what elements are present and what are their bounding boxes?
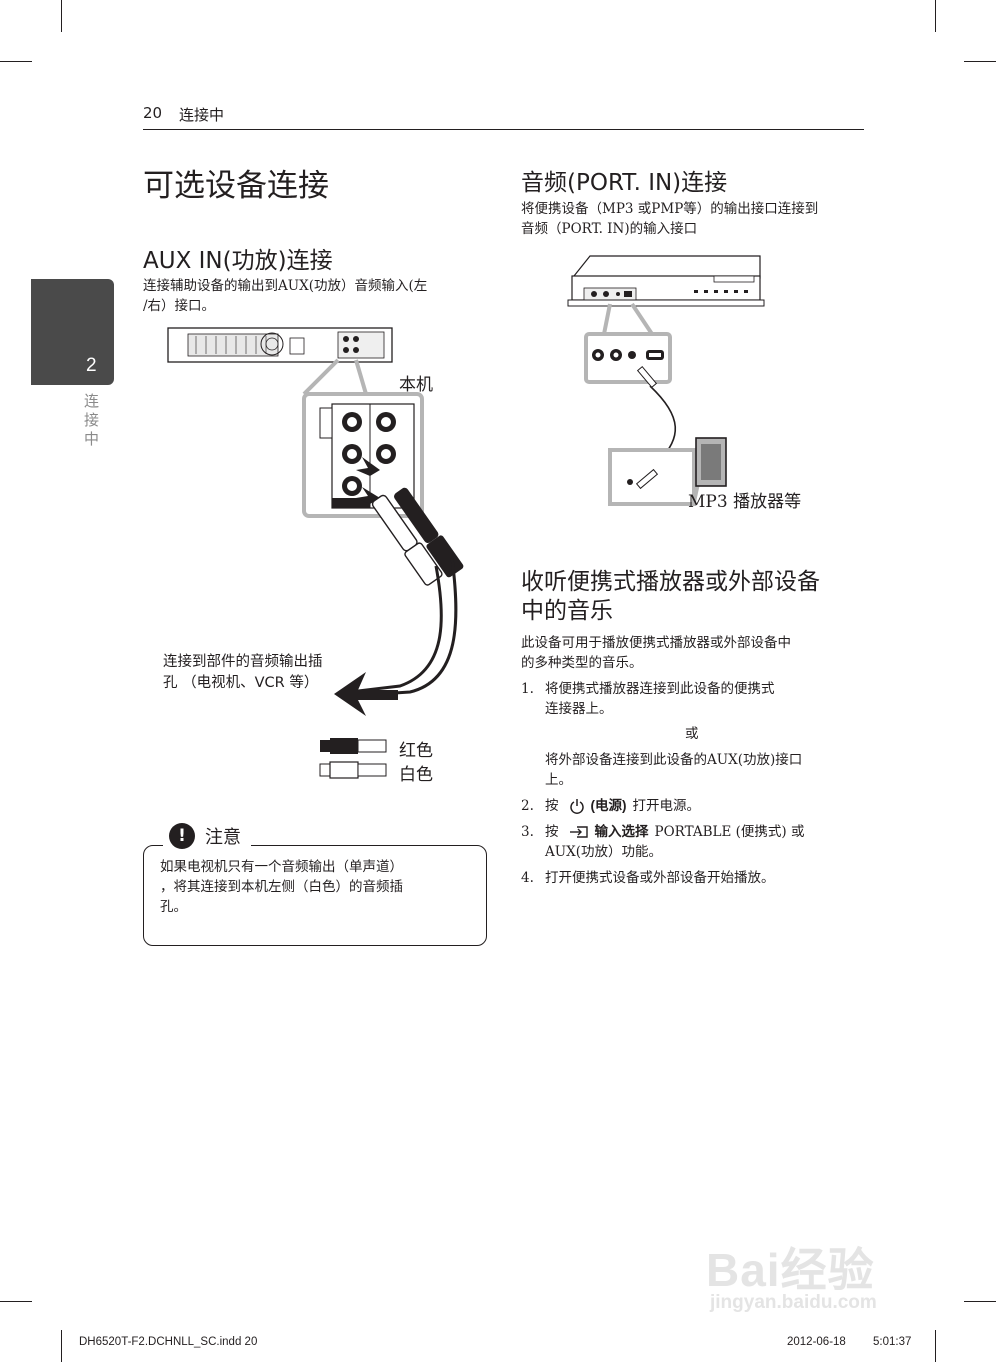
insert-arrow-icon — [356, 487, 380, 504]
label-white: 白色 — [399, 765, 433, 785]
crop-mark — [935, 1330, 936, 1362]
note-line: ，将其连接到本机左侧（白色）的音频插 — [160, 879, 403, 895]
listen-title-line: 收听便携式播放器或外部设备 — [521, 569, 820, 595]
port-section-body: 将便携设备（MP3 或PMP等）的输出接口连接到 音频（PORT. IN)的输入… — [521, 199, 818, 239]
footer-time: 5:01:37 — [873, 1336, 912, 1348]
note-text: 如果电视机只有一个音频输出（单声道） ，将其连接到本机左侧（白色）的音频插 孔。 — [160, 857, 475, 917]
note-box — [143, 845, 487, 946]
step-key: (电源) — [590, 798, 627, 813]
aux-section-title: AUX IN(功放)连接 — [143, 248, 333, 274]
step-line: 将外部设备连接到此设备的AUX(功放)接口 — [545, 752, 803, 768]
note-line: 孔。 — [160, 899, 187, 915]
baidu-watermark: Bai经验 jingyan.baidu.com — [706, 1218, 936, 1322]
label-connect-line: 连接到部件的音频输出插 — [163, 654, 323, 670]
step-line: 打开便携式设备或外部设备开始播放。 — [545, 870, 775, 886]
step-1: 1. 将便携式播放器连接到此设备的便携式 连接器上。 — [521, 679, 861, 719]
steps-list: 1. 将便携式播放器连接到此设备的便携式 连接器上。 或 将外部设备连接到此设备… — [521, 679, 861, 899]
listen-intro-line: 的多种类型的音乐。 — [521, 655, 643, 671]
port-body-line: 音频（PORT. IN)的输入接口 — [521, 221, 698, 237]
page-title: 可选设备连接 — [143, 168, 329, 204]
note-line: 如果电视机只有一个音频输出（单声道） — [160, 859, 403, 875]
chapter-tab — [31, 279, 114, 385]
port-section-title: 音频(PORT. IN)连接 — [521, 170, 728, 196]
listen-section-title: 收听便携式播放器或外部设备 中的音乐 — [521, 568, 820, 626]
insert-arrow-icon — [356, 457, 380, 476]
unit-back-panel — [167, 327, 393, 363]
white-plug-icon — [319, 761, 387, 779]
watermark-brand: Bai经验 — [706, 1244, 875, 1296]
step-line: AUX(功放）功能。 — [545, 844, 663, 860]
footer-filename: DH6520T-F2.DCHNLL_SC.indd 20 — [79, 1336, 258, 1348]
crop-mark — [61, 0, 62, 32]
unit-front-panel — [567, 255, 765, 307]
crop-mark — [0, 1301, 32, 1302]
step-text: 按 输入选择 PORTABLE (便携式) 或 AUX(功放）功能。 — [545, 822, 804, 862]
port-jack-panel — [592, 349, 664, 361]
footer-date: 2012-06-18 — [787, 1336, 846, 1348]
step-text: 按 (电源) 打开电源。 — [545, 796, 700, 816]
aux-section-body: 连接辅助设备的输出到AUX(功放）音频输入(左 /右）接口。 — [143, 276, 427, 316]
left-arrow-icon — [334, 672, 398, 716]
mp3-player-icon — [695, 437, 727, 487]
step-3: 3. 按 输入选择 PORTABLE (便携式) 或 AUX(功放）功能。 — [521, 822, 861, 862]
label-connect-line: 孔 （电视机、VCR 等） — [163, 675, 319, 691]
listen-title-line: 中的音乐 — [521, 598, 613, 624]
note-header: ! 注意 — [163, 823, 251, 849]
step-text: 将便携式播放器连接到此设备的便携式 连接器上。 — [545, 679, 775, 719]
step-number: 4. — [521, 870, 534, 886]
label-unit: 本机 — [399, 375, 433, 395]
red-plug-icon — [320, 738, 387, 754]
label-mp3: MP3 播放器等 — [688, 492, 802, 512]
step-line: 上。 — [545, 772, 572, 788]
input-icon — [569, 826, 588, 838]
note-title: 注意 — [205, 827, 241, 848]
aux-body-line: /右）接口。 — [143, 298, 216, 314]
crop-mark — [0, 61, 32, 62]
crop-mark — [964, 61, 996, 62]
step-suffix: PORTABLE (便携式) 或 — [654, 824, 805, 840]
step-1-alt: 将外部设备连接到此设备的AUX(功放)接口 上。 — [545, 750, 802, 790]
label-red: 红色 — [399, 741, 433, 761]
step-line: 按 输入选择 PORTABLE (便携式) 或 — [545, 822, 804, 842]
crop-mark — [964, 1301, 996, 1302]
port-body-line: 将便携设备（MP3 或PMP等）的输出接口连接到 — [521, 201, 819, 217]
chapter-tab-number: 2 — [86, 355, 97, 376]
step-key: 输入选择 — [594, 824, 649, 839]
page-number: 20 — [143, 104, 163, 122]
step-text: 打开便携式设备或外部设备开始播放。 — [545, 868, 775, 888]
header-divider — [143, 129, 864, 130]
step-line: 将便携式播放器连接到此设备的便携式 — [545, 681, 775, 697]
label-connect-output: 连接到部件的音频输出插 孔 （电视机、VCR 等） — [163, 652, 323, 694]
step-2: 2. 按 (电源) 打开电源。 — [521, 796, 861, 816]
aux-body-line: 连接辅助设备的输出到AUX(功放）音频输入(左 — [143, 278, 428, 294]
crop-mark — [935, 0, 936, 32]
aux-jack-panel — [319, 403, 415, 509]
chapter-title: 连接中 — [179, 106, 225, 124]
step-prefix: 按 — [545, 824, 559, 840]
step-prefix: 按 — [545, 798, 559, 814]
watermark-url: jingyan.baidu.com — [710, 1292, 877, 1313]
step-number: 2. — [521, 798, 534, 814]
listen-intro: 此设备可用于播放便携式播放器或外部设备中 的多种类型的音乐。 — [521, 633, 791, 673]
step-number: 1. — [521, 681, 534, 697]
port-connection-diagram — [567, 255, 765, 506]
chapter-tab-label: 连接中 — [84, 392, 100, 448]
step-line: 连接器上。 — [545, 701, 613, 717]
listen-intro-line: 此设备可用于播放便携式播放器或外部设备中 — [521, 635, 791, 651]
crop-mark — [61, 1330, 62, 1362]
exclamation-icon: ! — [169, 823, 195, 849]
aux-connection-diagram — [167, 327, 464, 779]
step-number: 3. — [521, 824, 534, 840]
step-or: 或 — [685, 726, 699, 742]
step-4: 4. 打开便携式设备或外部设备开始播放。 — [521, 868, 861, 888]
power-icon — [569, 799, 584, 814]
step-suffix: 打开电源。 — [632, 798, 701, 814]
